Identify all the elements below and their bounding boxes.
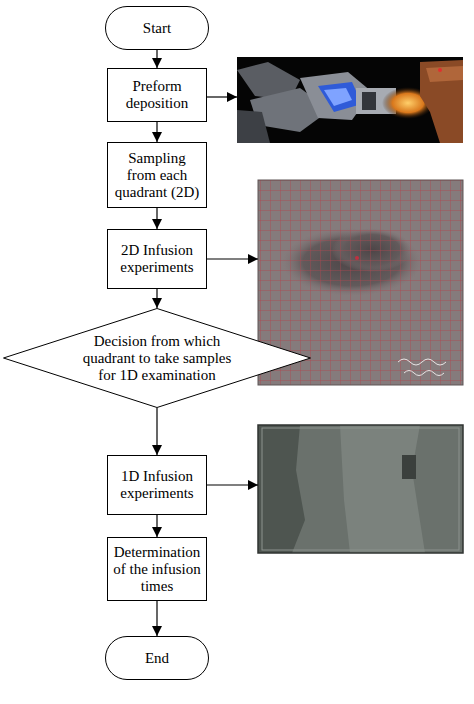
terminator: Start [105,6,209,50]
node-label: Determination of the infusion times [113,544,201,595]
node-label: Sampling from each quadrant (2D) [113,150,201,201]
flow-arrow [156,601,157,636]
robot-photo [237,57,463,143]
pointer-arrow [207,484,258,485]
node-label: Decision from which quadrant to take sam… [77,333,237,384]
node-label: 2D Infusion experiments [113,242,201,276]
flow-arrow [156,122,157,142]
flow-arrow [156,408,157,455]
process-box: Preform deposition [107,68,207,122]
node-label: 1D Infusion experiments [113,468,201,502]
flow-arrow [156,289,157,308]
flow-arrow [156,50,157,68]
process-box: 2D Infusion experiments [107,229,207,289]
terminator: End [105,636,209,680]
process-box: 1D Infusion experiments [107,455,207,515]
process-box: Determination of the infusion times [107,537,207,601]
infusion-1d-photo [258,425,463,553]
flow-arrow [156,208,157,229]
pointer-arrow [207,96,237,97]
decision-diamond: Decision from which quadrant to take sam… [3,308,311,408]
node-label: Start [143,20,171,37]
node-label: End [145,650,169,667]
process-box: Sampling from each quadrant (2D) [107,142,207,208]
flow-arrow [156,515,157,537]
decision-shape [4,309,311,408]
node-label: Preform deposition [113,78,201,112]
pointer-arrow [207,258,258,259]
